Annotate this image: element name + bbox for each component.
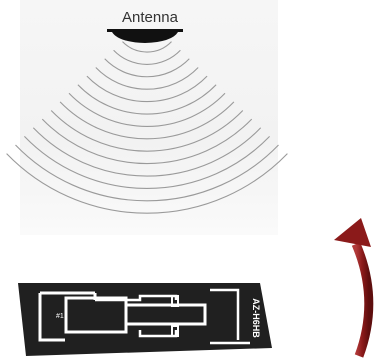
antenna-label: Antenna bbox=[122, 9, 179, 26]
wave-arc bbox=[59, 101, 235, 140]
wave-arc bbox=[32, 127, 262, 177]
radio-waves bbox=[6, 41, 288, 214]
wave-arc bbox=[86, 75, 208, 103]
wave-arc bbox=[24, 136, 270, 190]
antenna-icon bbox=[107, 29, 183, 43]
wave-arc bbox=[77, 84, 217, 115]
wave-arc bbox=[41, 118, 253, 165]
wave-arc bbox=[68, 92, 226, 127]
wave-arc bbox=[6, 153, 288, 214]
wave-arc bbox=[15, 144, 279, 202]
wave-arc bbox=[104, 58, 190, 78]
curved-arrow-icon bbox=[334, 218, 374, 358]
rfid-tag-icon: #1 AZ-H6HB bbox=[18, 283, 272, 356]
wave-arc bbox=[113, 49, 181, 65]
wave-arc bbox=[50, 110, 244, 152]
wave-arc bbox=[95, 67, 199, 90]
tag-small-mark: #1 bbox=[56, 313, 64, 320]
wave-arc bbox=[122, 41, 172, 53]
tag-marking-text: AZ-H6HB bbox=[251, 298, 261, 338]
